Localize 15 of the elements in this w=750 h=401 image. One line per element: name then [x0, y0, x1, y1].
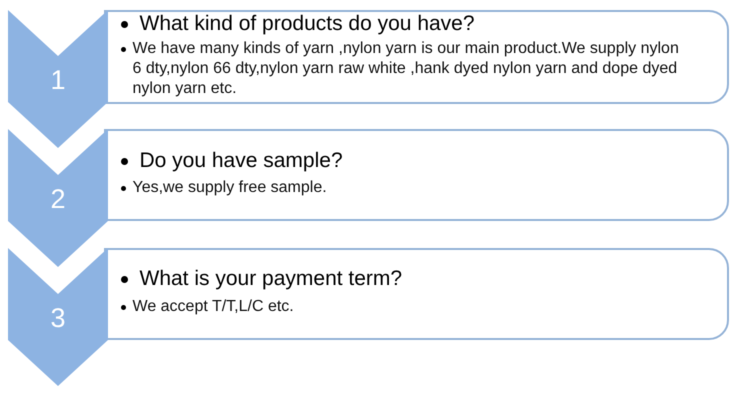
answer-text: We have many kinds of yarn ,nylon yarn is our main product.We supply nylon 6 dty,nylon 66 dty,nylon yarn raw white ,hank dyed nylon yarn and dope dyed nylon yarn etc.: [132, 39, 680, 99]
step-number: 1: [49, 65, 67, 95]
question-heading: Do you have sample?: [140, 149, 343, 173]
chevron-shape: [8, 248, 108, 386]
text-panel: [104, 248, 729, 340]
step-number: 3: [49, 303, 67, 333]
text-panel: [104, 129, 729, 221]
chevron-shape: [8, 129, 108, 267]
question-heading: What kind of products do you have?: [140, 12, 475, 36]
text-panel: [104, 10, 729, 104]
step-number: 2: [49, 184, 67, 214]
chevron-shape: [8, 10, 108, 148]
question-heading: What is your payment term?: [140, 267, 402, 291]
answer-text: Yes,we supply free sample.: [132, 178, 328, 198]
answer-text: We accept T/T,L/C etc.: [132, 297, 295, 317]
